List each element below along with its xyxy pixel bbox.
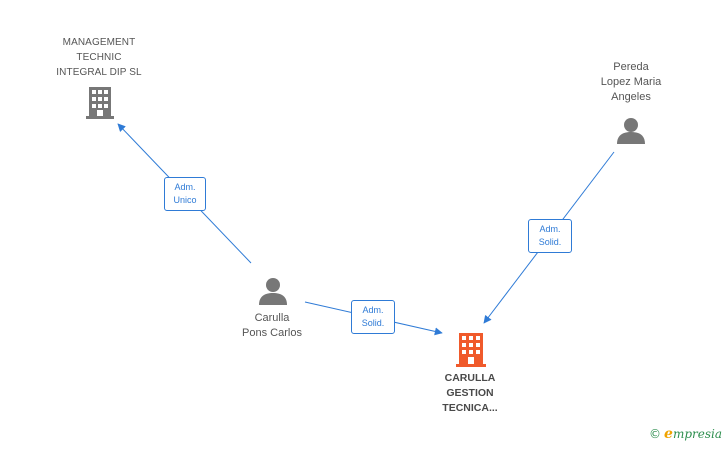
label-line: TECNICA... [442,402,498,414]
node-label-management-technic[interactable]: MANAGEMENT TECHNIC INTEGRAL DIP SL [40,35,158,80]
building-icon[interactable] [456,333,486,367]
edge-label-adm-solid-carulla[interactable]: Adm. Solid. [351,300,395,334]
node-label-pereda-lopez[interactable]: Pereda Lopez Maria Angeles [579,60,683,105]
label-line: Pereda [613,61,649,73]
person-icon[interactable] [259,278,287,305]
brand-initial: e [664,426,673,442]
label-line: MANAGEMENT [62,37,136,48]
label-line: TECHNIC [76,52,122,63]
label-line: INTEGRAL DIP SL [56,67,142,78]
label-line: GESTION [446,387,494,399]
person-icon[interactable] [617,118,645,144]
building-icon[interactable] [86,87,114,119]
label-line: CARULLA [444,372,496,384]
edge-label-adm-unico[interactable]: Adm. Unico [164,177,206,211]
edge-label-line: Adm. [174,182,196,192]
brand-name: mpresia [672,427,722,441]
edge-label-line: Solid. [361,318,385,328]
edge-label-line: Unico [173,195,197,205]
label-line: Carulla [254,312,290,324]
edge-label-line: Adm. [539,224,561,234]
copyright-symbol: © [649,427,662,441]
node-label-carulla-pons[interactable]: Carulla Pons Carlos [220,311,324,341]
node-label-carulla-gestion[interactable]: CARULLA GESTION TECNICA... [420,371,520,416]
edge-label-adm-solid-pereda[interactable]: Adm. Solid. [528,219,572,253]
empresia-logo: ©empresia [649,426,722,442]
label-line: Lopez Maria [600,76,662,88]
edge-label-line: Adm. [362,305,384,315]
label-line: Pons Carlos [242,327,302,339]
label-line: Angeles [611,91,651,103]
edge-label-line: Solid. [538,237,562,247]
